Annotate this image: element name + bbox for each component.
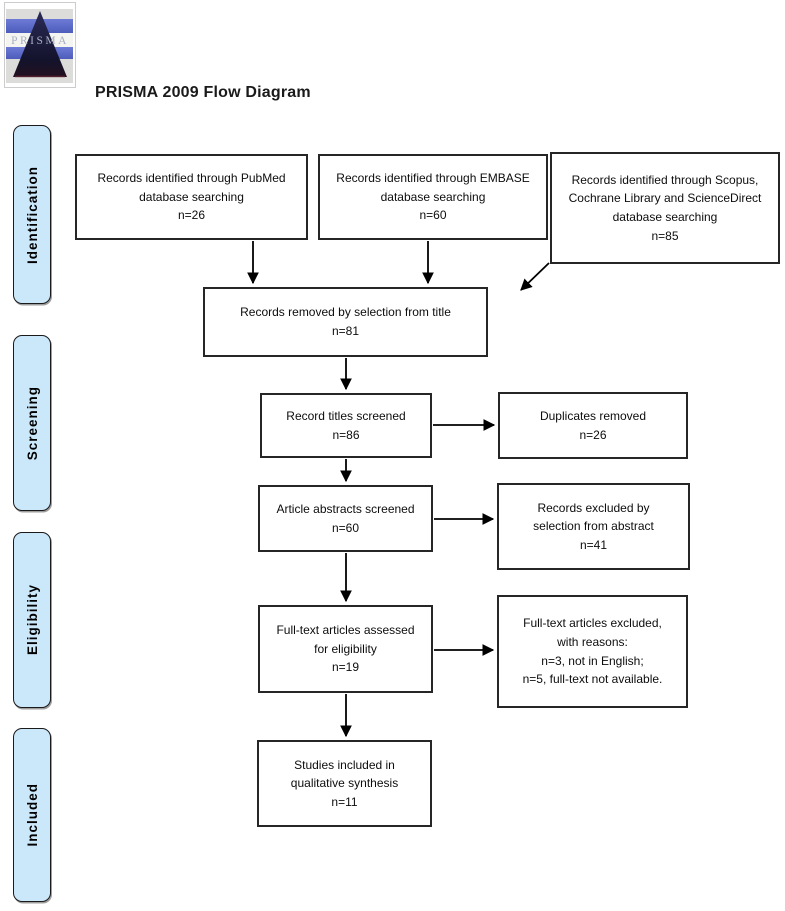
flow-box-pubmed: Records identified through PubMed databa… [75,154,308,240]
flow-box-duplicates-removed: Duplicates removed n=26 [498,392,688,459]
logo-triangle [13,11,67,77]
stage-panel-identification: Identification [13,125,51,304]
stage-label-eligibility: Eligibility [24,584,40,656]
flow-box-abstracts-screened: Article abstracts screened n=60 [258,485,433,552]
stage-label-identification: Identification [24,165,40,264]
flow-box-fulltext-excluded: Full-text articles excluded, with reason… [497,595,688,708]
stage-panel-screening: Screening [13,335,51,511]
stage-panel-eligibility: Eligibility [13,532,51,708]
flow-box-fulltext-assessed: Full-text articles assessed for eligibil… [258,605,433,693]
stage-label-screening: Screening [24,385,40,461]
flow-box-scopus: Records identified through Scopus, Cochr… [550,152,780,264]
prisma-logo: PRISMA [4,2,76,88]
flow-box-included-studies: Studies included in qualitative synthesi… [257,740,432,827]
page-title: PRISMA 2009 Flow Diagram [95,84,311,101]
prisma-logo-image: PRISMA [4,2,76,88]
stage-label-included: Included [24,783,40,847]
flow-box-titles-screened: Record titles screened n=86 [260,393,432,458]
logo-text: PRISMA [11,35,69,47]
arrow-scopus-to-removed [520,262,550,291]
flow-box-records-removed-title: Records removed by selection from title … [203,287,488,357]
stage-panel-included: Included [13,728,51,902]
flow-box-embase: Records identified through EMBASE databa… [318,154,548,240]
flow-box-excluded-by-abstract: Records excluded by selection from abstr… [497,483,690,570]
